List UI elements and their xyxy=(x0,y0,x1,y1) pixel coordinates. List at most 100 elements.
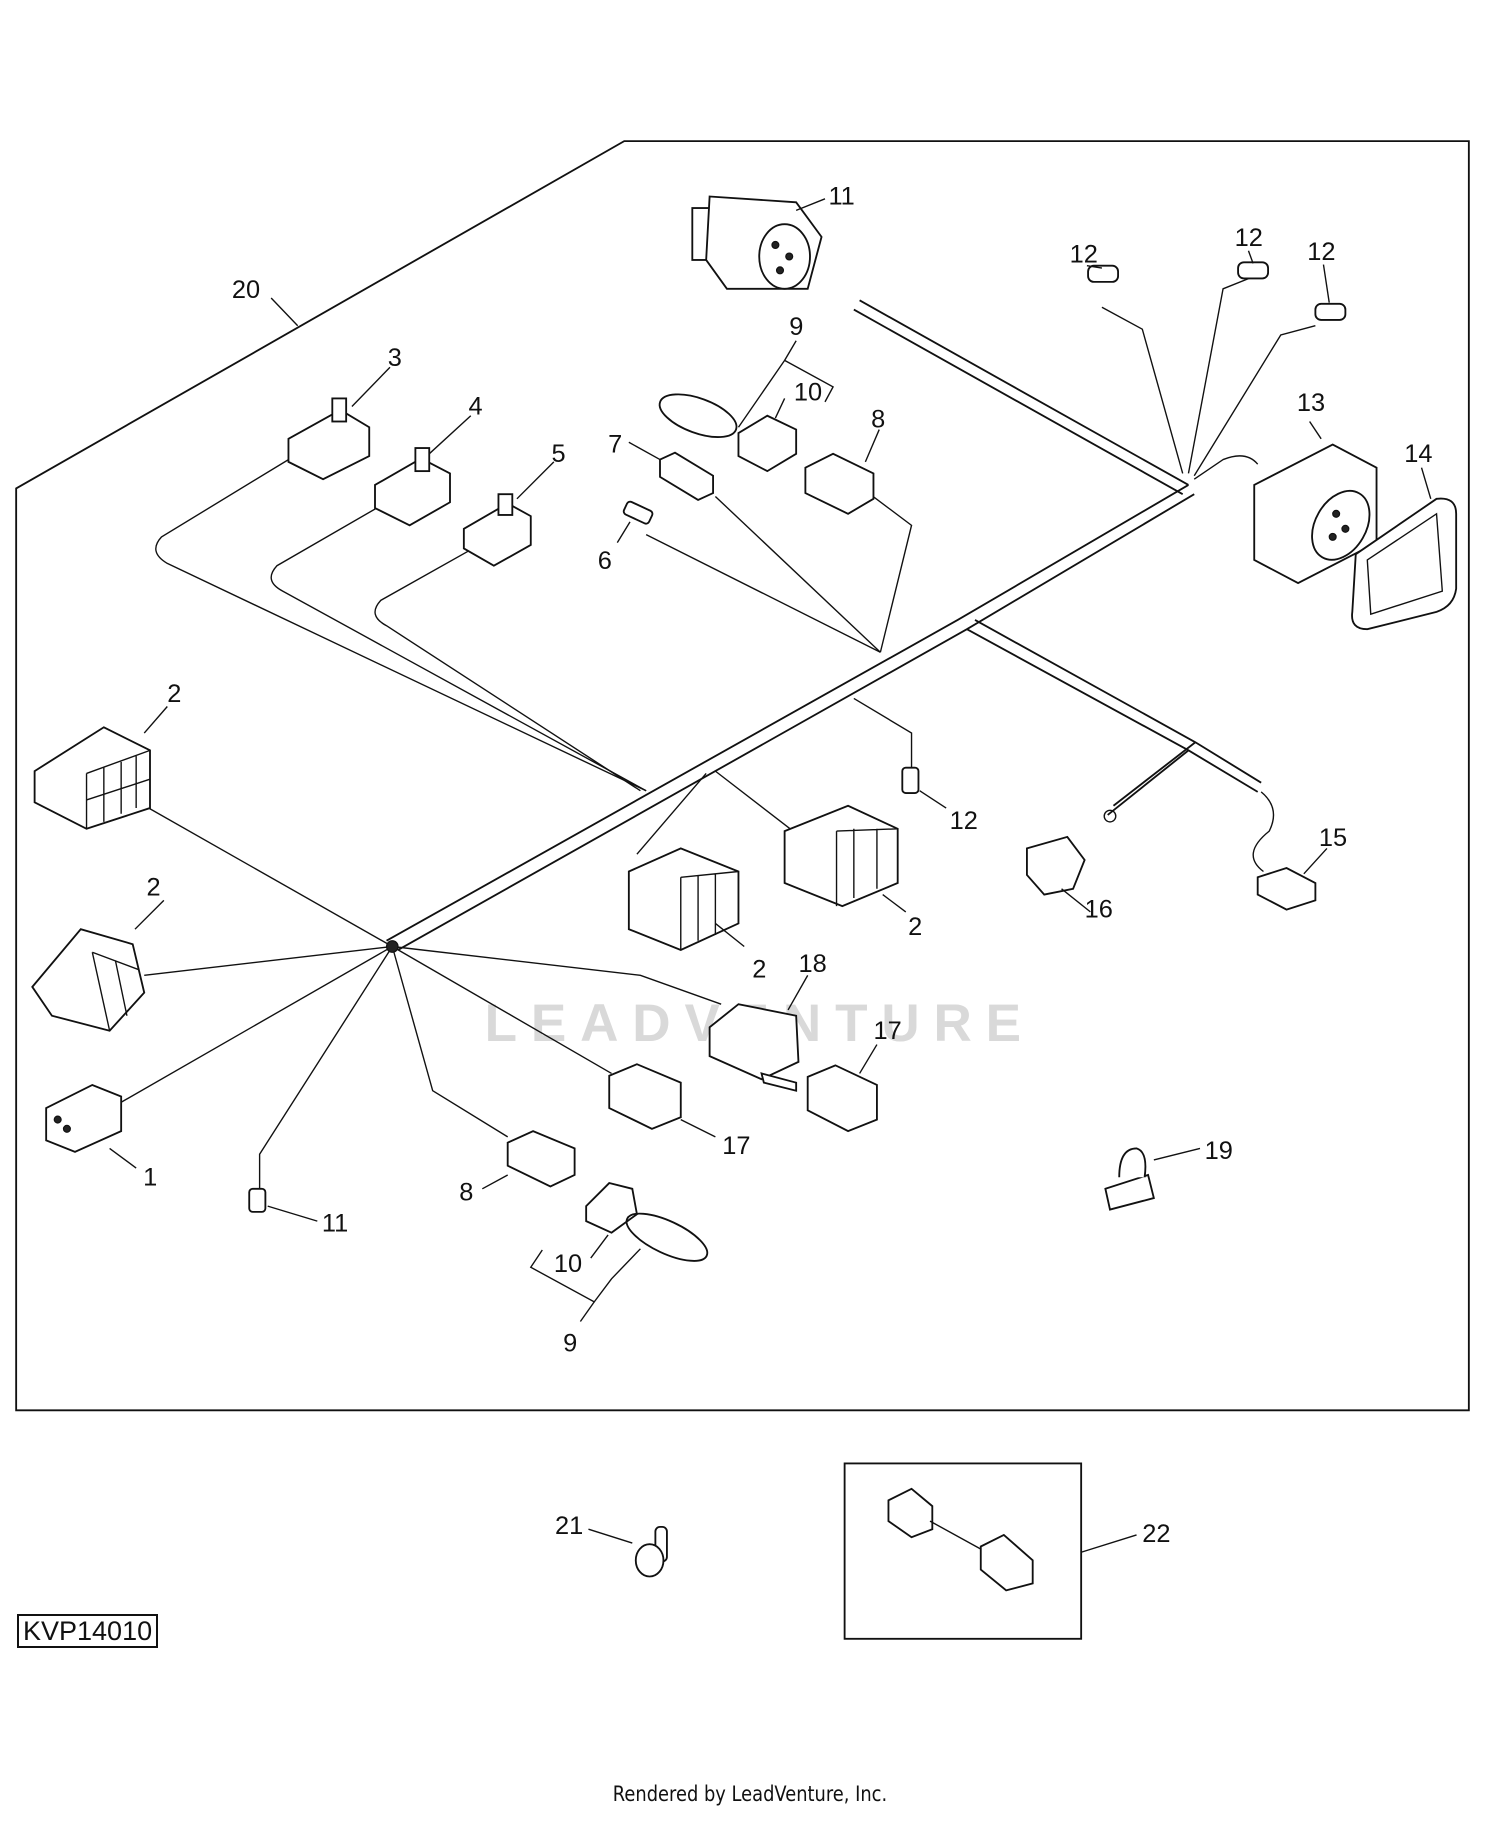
part-2-connector-c[interactable] xyxy=(627,847,740,951)
leader-12d xyxy=(919,790,947,809)
callout-2a: 2 xyxy=(167,680,181,708)
bracket-9-10-bottom xyxy=(529,1234,641,1303)
callout-8a: 8 xyxy=(871,405,885,433)
leader-4 xyxy=(428,415,472,455)
leader-8b xyxy=(481,1174,509,1190)
part-10-connector-top[interactable] xyxy=(737,414,798,473)
figure-id: KVP14010 xyxy=(17,1614,159,1648)
part-13-connector[interactable] xyxy=(1253,443,1381,585)
leader-11a xyxy=(795,198,826,211)
leader-5 xyxy=(516,461,555,500)
part-8-connector-top[interactable] xyxy=(804,452,875,515)
leader-2c xyxy=(714,922,745,948)
leader-2d xyxy=(882,894,907,913)
callout-13: 13 xyxy=(1297,389,1325,417)
callout-2b: 2 xyxy=(147,874,161,902)
part-21-clamp[interactable] xyxy=(634,1525,668,1578)
leader-21 xyxy=(588,1528,633,1544)
callout-15: 15 xyxy=(1319,824,1347,852)
part-12-terminal-d[interactable] xyxy=(901,766,920,794)
leader-17b xyxy=(859,1044,878,1074)
callout-9a: 9 xyxy=(789,313,803,341)
leader-17a xyxy=(680,1118,716,1138)
footer-credit: Rendered by LeadVenture, Inc. xyxy=(612,1782,888,1806)
leader-20 xyxy=(270,297,299,327)
part-6-terminal[interactable] xyxy=(622,500,654,525)
leader-7 xyxy=(628,441,661,461)
part-8-connector-bottom[interactable] xyxy=(506,1130,576,1188)
leader-19 xyxy=(1153,1147,1201,1161)
part-12-terminal-c[interactable] xyxy=(1314,302,1347,321)
callout-17b: 17 xyxy=(873,1017,901,1045)
part-15-connector[interactable] xyxy=(1256,867,1317,911)
harness-hub xyxy=(385,940,399,953)
main-frame-outline xyxy=(15,140,1470,1412)
part-12-terminal-b[interactable] xyxy=(1237,261,1269,280)
callout-12b: 12 xyxy=(1235,224,1263,252)
leader-14 xyxy=(1420,467,1432,500)
callout-8b: 8 xyxy=(459,1178,473,1206)
callout-14: 14 xyxy=(1404,440,1432,468)
callout-1: 1 xyxy=(143,1163,157,1191)
part-2-connector-d[interactable] xyxy=(783,804,899,908)
callout-18: 18 xyxy=(798,950,826,978)
leader-11b xyxy=(267,1205,318,1222)
part-14-seal[interactable] xyxy=(1351,497,1458,631)
callout-10a: 10 xyxy=(794,379,822,407)
leader-12b xyxy=(1247,250,1254,264)
part-5-connector[interactable] xyxy=(462,493,532,567)
main-trunk xyxy=(386,299,1262,951)
callout-21: 21 xyxy=(555,1512,583,1540)
part-11-connector[interactable] xyxy=(691,195,823,290)
part-11-terminal[interactable] xyxy=(248,1187,267,1213)
callout-11a: 11 xyxy=(828,183,854,211)
callout-12c: 12 xyxy=(1307,238,1335,266)
part-12-terminal-a[interactable] xyxy=(1087,264,1119,283)
leader-13 xyxy=(1309,421,1322,440)
callout-2c: 2 xyxy=(752,956,766,984)
part-2-connector-b[interactable] xyxy=(31,928,146,1032)
part-9-jumper-top[interactable] xyxy=(654,386,742,446)
callout-22: 22 xyxy=(1142,1520,1170,1548)
callout-2d: 2 xyxy=(908,913,922,941)
leader-10a xyxy=(774,398,786,419)
leader-3 xyxy=(351,366,391,407)
leader-8a xyxy=(864,429,880,463)
callout-6: 6 xyxy=(598,547,612,575)
callout-17a: 17 xyxy=(722,1132,750,1160)
callout-11b: 11 xyxy=(322,1210,348,1238)
leader-2a xyxy=(143,706,168,734)
part-22-adapter[interactable] xyxy=(887,1487,1034,1592)
callout-4: 4 xyxy=(468,393,482,421)
part-2-connector-a[interactable] xyxy=(33,726,151,830)
callout-12a: 12 xyxy=(1070,240,1098,268)
leader-2b xyxy=(134,899,165,930)
part-17-connector-b[interactable] xyxy=(806,1064,878,1133)
part-3-connector[interactable] xyxy=(287,397,371,481)
part-19-clip[interactable] xyxy=(1104,1147,1155,1211)
callout-16: 16 xyxy=(1085,896,1113,924)
part-7-connector[interactable] xyxy=(659,451,714,502)
callout-12d: 12 xyxy=(950,807,978,835)
part-18-relay[interactable] xyxy=(708,1003,800,1092)
leader-22 xyxy=(1080,1534,1137,1553)
part-10-connector-bottom[interactable] xyxy=(585,1182,638,1234)
part-1-connector[interactable] xyxy=(45,1083,123,1153)
callout-7: 7 xyxy=(608,431,622,459)
part-16-connector[interactable] xyxy=(1026,809,1117,896)
part-17-connector-a[interactable] xyxy=(608,1063,682,1130)
part-9-jumper-bottom[interactable] xyxy=(620,1204,713,1270)
part-4-connector[interactable] xyxy=(374,447,451,527)
callout-labels: 20 11 12 12 12 13 14 3 4 5 9 10 8 7 6 2 … xyxy=(143,183,1432,1548)
part-22-box xyxy=(843,1462,1083,1640)
leader-12c xyxy=(1322,264,1330,303)
leader-15 xyxy=(1303,847,1328,875)
callout-19: 19 xyxy=(1205,1137,1233,1165)
branch-wires xyxy=(120,276,1316,1189)
callout-3: 3 xyxy=(388,344,402,372)
callout-5: 5 xyxy=(552,440,566,468)
bracket-9-10-top xyxy=(737,340,835,428)
callout-10b: 10 xyxy=(554,1250,582,1278)
